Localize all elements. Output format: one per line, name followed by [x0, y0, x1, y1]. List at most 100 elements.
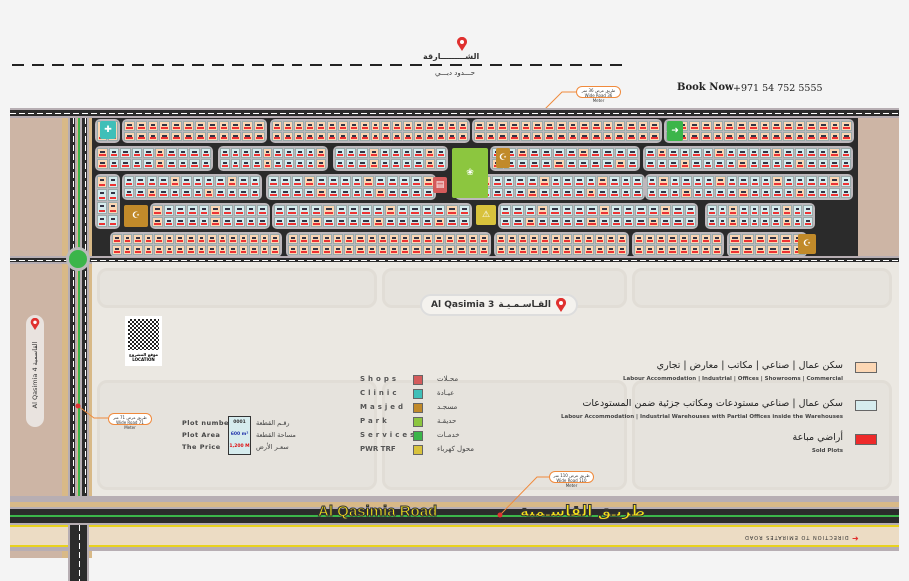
plot-cell[interactable]	[238, 187, 249, 198]
plot-cell[interactable]	[158, 176, 169, 187]
plot-cell[interactable]	[154, 148, 165, 158]
plot-cell[interactable]	[187, 205, 198, 216]
plot-cell[interactable]	[551, 245, 561, 255]
plot-cell[interactable]	[586, 216, 598, 227]
masjed-icon[interactable]: ☪	[798, 234, 816, 254]
plot-cell[interactable]	[409, 216, 421, 227]
plot-cell[interactable]	[310, 216, 323, 227]
plot-cell[interactable]	[390, 159, 402, 169]
masjed-icon[interactable]: ☪	[124, 205, 148, 227]
plot-cell[interactable]	[681, 176, 692, 187]
plot-cell[interactable]	[512, 205, 524, 216]
plot-cell[interactable]	[222, 216, 233, 227]
plot-cell[interactable]	[550, 176, 562, 187]
plot-cell[interactable]	[445, 234, 456, 244]
plot-cell[interactable]	[794, 159, 805, 169]
plot-cell[interactable]	[614, 131, 625, 141]
plot-cell[interactable]	[108, 215, 118, 227]
plot-cell[interactable]	[189, 148, 200, 158]
plot-cell[interactable]	[122, 234, 133, 244]
plot-cell[interactable]	[492, 187, 503, 198]
plot-cell[interactable]	[456, 245, 467, 255]
plot-cell[interactable]	[402, 159, 413, 169]
plot-cell[interactable]	[282, 131, 293, 141]
plot-cell[interactable]	[598, 216, 610, 227]
plot-cell[interactable]	[363, 176, 375, 187]
plot-cell[interactable]	[108, 159, 119, 169]
plot-cell[interactable]	[540, 234, 550, 244]
plot-cell[interactable]	[544, 131, 555, 141]
plot-cell[interactable]	[658, 176, 669, 187]
plot-cell[interactable]	[771, 131, 782, 141]
plot-cell[interactable]	[447, 121, 458, 131]
plot-cell[interactable]	[590, 121, 602, 131]
plot-cell[interactable]	[595, 234, 605, 244]
plot-cell[interactable]	[645, 245, 656, 255]
plot-cell[interactable]	[397, 205, 409, 216]
plot-cell[interactable]	[829, 176, 840, 187]
plot-cell[interactable]	[555, 131, 567, 141]
plot-cell[interactable]	[829, 121, 841, 131]
plot-cell[interactable]	[597, 176, 608, 187]
plot-cell[interactable]	[691, 159, 702, 169]
plot-cell[interactable]	[288, 245, 299, 255]
plot-cell[interactable]	[701, 121, 712, 131]
plot-cell[interactable]	[635, 205, 647, 216]
plot-cell[interactable]	[803, 216, 813, 227]
plot-cell[interactable]	[748, 148, 759, 158]
plot-cell[interactable]	[447, 131, 458, 141]
plot-cell[interactable]	[771, 216, 781, 227]
plot-cell[interactable]	[782, 131, 794, 141]
plot-cell[interactable]	[230, 121, 242, 131]
plot-cell[interactable]	[108, 176, 118, 188]
plot-cell[interactable]	[658, 187, 669, 198]
plot-cell[interactable]	[425, 121, 436, 131]
plot-cell[interactable]	[736, 131, 747, 141]
plot-cell[interactable]	[767, 234, 780, 244]
plot-cell[interactable]	[411, 176, 423, 187]
plot-cell[interactable]	[701, 131, 712, 141]
plot-cell[interactable]	[645, 148, 656, 158]
plot-cell[interactable]	[656, 159, 667, 169]
plot-cell[interactable]	[602, 159, 614, 169]
plot-cell[interactable]	[97, 202, 107, 214]
plot-cell[interactable]	[274, 205, 286, 216]
plot-cell[interactable]	[344, 245, 355, 255]
plot-cell[interactable]	[474, 131, 485, 141]
plot-cell[interactable]	[262, 159, 273, 169]
plot-cell[interactable]	[347, 205, 360, 216]
plot-cell[interactable]	[159, 121, 171, 131]
plot-cell[interactable]	[217, 245, 228, 255]
plot-cell[interactable]	[370, 121, 381, 131]
plot-cell[interactable]	[210, 205, 222, 216]
plot-cell[interactable]	[625, 121, 637, 131]
plot-cell[interactable]	[97, 189, 107, 201]
plot-cell[interactable]	[760, 216, 771, 227]
plot-cell[interactable]	[573, 234, 583, 244]
plot-cell[interactable]	[310, 234, 321, 244]
plot-cell[interactable]	[424, 159, 435, 169]
plot-cell[interactable]	[792, 216, 803, 227]
plot-cell[interactable]	[293, 131, 304, 141]
plot-cell[interactable]	[288, 234, 299, 244]
plot-cell[interactable]	[645, 234, 656, 244]
plot-cell[interactable]	[252, 159, 262, 169]
plot-cell[interactable]	[478, 245, 489, 255]
plot-cell[interactable]	[198, 216, 210, 227]
plot-cell[interactable]	[97, 176, 107, 188]
plot-cell[interactable]	[585, 176, 597, 187]
plot-cell[interactable]	[284, 148, 294, 158]
plot-cell[interactable]	[321, 234, 332, 244]
plot-cell[interactable]	[794, 148, 805, 158]
plot-cell[interactable]	[715, 187, 726, 198]
plot-cell[interactable]	[565, 148, 577, 158]
plot-cell[interactable]	[249, 176, 260, 187]
plot-cell[interactable]	[737, 148, 748, 158]
plot-cell[interactable]	[335, 216, 347, 227]
plot-cell[interactable]	[817, 176, 829, 187]
plot-cell[interactable]	[602, 131, 614, 141]
plot-cell[interactable]	[164, 234, 175, 244]
plot-cell[interactable]	[299, 245, 310, 255]
plot-cell[interactable]	[377, 245, 388, 255]
plot-cell[interactable]	[669, 187, 681, 198]
